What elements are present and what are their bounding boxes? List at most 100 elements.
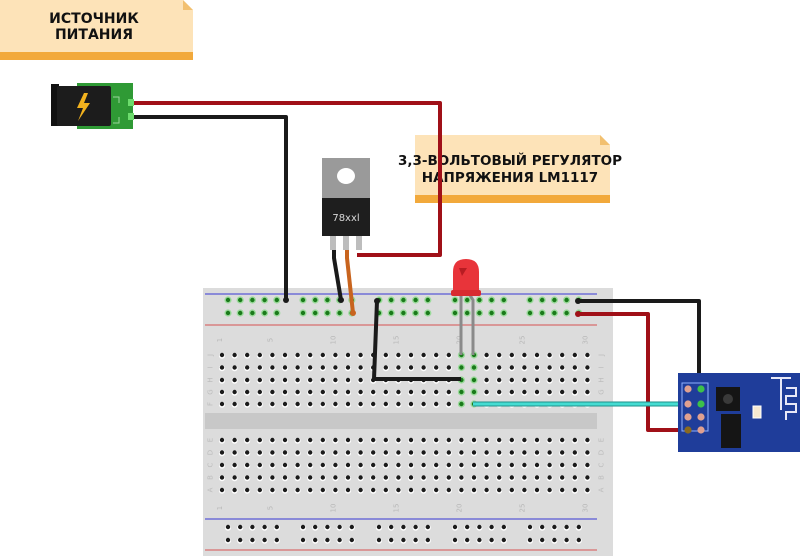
grid-hole[interactable]	[358, 352, 363, 358]
grid-hole[interactable]	[560, 365, 565, 370]
grid-hole[interactable]	[371, 462, 376, 468]
rail-hole[interactable]	[452, 537, 458, 543]
rail-hole[interactable]	[313, 537, 318, 543]
grid-hole[interactable]	[459, 450, 464, 455]
rail-hole[interactable]	[300, 537, 306, 543]
grid-hole[interactable]	[282, 487, 288, 493]
grid-hole[interactable]	[408, 352, 414, 358]
rail-hole[interactable]	[552, 537, 557, 543]
grid-hole[interactable]	[522, 365, 527, 370]
grid-hole[interactable]	[282, 352, 288, 358]
rail-hole[interactable]	[274, 297, 279, 303]
esp-pin[interactable]	[697, 385, 705, 393]
rail-hole[interactable]	[527, 310, 533, 316]
rail-hole[interactable]	[225, 537, 231, 543]
grid-hole[interactable]	[572, 450, 577, 455]
rail-hole[interactable]	[376, 537, 382, 543]
grid-hole[interactable]	[509, 389, 514, 395]
grid-hole[interactable]	[522, 487, 527, 493]
grid-hole[interactable]	[509, 475, 514, 480]
grid-hole[interactable]	[320, 352, 325, 358]
grid-hole[interactable]	[522, 450, 527, 455]
grid-hole[interactable]	[547, 377, 552, 383]
grid-hole[interactable]	[308, 377, 313, 383]
grid-hole[interactable]	[446, 401, 451, 407]
grid-hole[interactable]	[295, 365, 300, 370]
grid-hole[interactable]	[232, 475, 237, 480]
grid-hole[interactable]	[484, 462, 489, 468]
grid-hole[interactable]	[245, 462, 250, 468]
grid-hole[interactable]	[245, 450, 250, 455]
grid-hole[interactable]	[560, 462, 565, 468]
rail-hole[interactable]	[225, 310, 231, 316]
grid-hole[interactable]	[421, 487, 426, 493]
grid-hole[interactable]	[333, 352, 338, 358]
grid-hole[interactable]	[434, 450, 439, 455]
grid-hole[interactable]	[484, 389, 489, 395]
grid-hole[interactable]	[345, 462, 351, 468]
grid-hole[interactable]	[383, 389, 388, 395]
grid-hole[interactable]	[232, 437, 237, 443]
rail-hole[interactable]	[300, 524, 306, 530]
grid-hole[interactable]	[333, 389, 338, 395]
grid-hole[interactable]	[257, 389, 262, 395]
grid-hole[interactable]	[295, 462, 300, 468]
grid-hole[interactable]	[534, 487, 540, 493]
grid-hole[interactable]	[396, 450, 401, 455]
grid-hole[interactable]	[459, 487, 464, 493]
grid-hole[interactable]	[345, 352, 351, 358]
grid-hole[interactable]	[572, 475, 577, 480]
grid-hole[interactable]	[232, 462, 237, 468]
grid-hole[interactable]	[358, 487, 363, 493]
rail-hole[interactable]	[274, 524, 279, 530]
grid-hole[interactable]	[308, 462, 313, 468]
grid-hole[interactable]	[446, 389, 451, 395]
grid-hole[interactable]	[585, 462, 590, 468]
grid-hole[interactable]	[383, 487, 388, 493]
grid-hole[interactable]	[270, 487, 275, 493]
grid-hole[interactable]	[396, 437, 401, 443]
grid-hole[interactable]	[345, 475, 351, 480]
grid-hole[interactable]	[471, 487, 477, 493]
grid-hole[interactable]	[358, 462, 363, 468]
grid-hole[interactable]	[484, 352, 489, 358]
grid-hole[interactable]	[421, 389, 426, 395]
grid-hole[interactable]	[560, 377, 565, 383]
grid-hole[interactable]	[232, 487, 237, 493]
grid-hole[interactable]	[270, 352, 275, 358]
grid-hole[interactable]	[585, 450, 590, 455]
grid-hole[interactable]	[232, 450, 237, 455]
grid-hole[interactable]	[446, 437, 451, 443]
rail-hole[interactable]	[477, 310, 482, 316]
grid-hole[interactable]	[547, 365, 552, 370]
grid-hole[interactable]	[383, 437, 388, 443]
grid-hole[interactable]	[219, 365, 225, 370]
grid-hole[interactable]	[320, 377, 325, 383]
rail-hole[interactable]	[325, 524, 330, 530]
rail-hole[interactable]	[250, 297, 255, 303]
rail-hole[interactable]	[540, 537, 545, 543]
grid-hole[interactable]	[383, 401, 388, 407]
grid-hole[interactable]	[308, 437, 313, 443]
grid-hole[interactable]	[421, 450, 426, 455]
rail-hole[interactable]	[238, 537, 243, 543]
grid-hole[interactable]	[585, 487, 590, 493]
grid-hole[interactable]	[534, 475, 540, 480]
grid-hole[interactable]	[295, 437, 300, 443]
grid-hole[interactable]	[534, 352, 540, 358]
grid-hole[interactable]	[383, 450, 388, 455]
grid-hole[interactable]	[522, 377, 527, 383]
grid-hole[interactable]	[219, 401, 225, 407]
grid-hole[interactable]	[484, 365, 489, 370]
rail-hole[interactable]	[501, 297, 506, 303]
rail-hole[interactable]	[401, 297, 406, 303]
rail-hole[interactable]	[300, 310, 306, 316]
grid-hole[interactable]	[345, 401, 351, 407]
grid-hole[interactable]	[270, 377, 275, 383]
grid-hole[interactable]	[408, 487, 414, 493]
rail-hole[interactable]	[452, 297, 458, 303]
grid-hole[interactable]	[434, 437, 439, 443]
grid-hole[interactable]	[219, 377, 225, 383]
grid-hole[interactable]	[270, 389, 275, 395]
grid-hole[interactable]	[484, 437, 489, 443]
